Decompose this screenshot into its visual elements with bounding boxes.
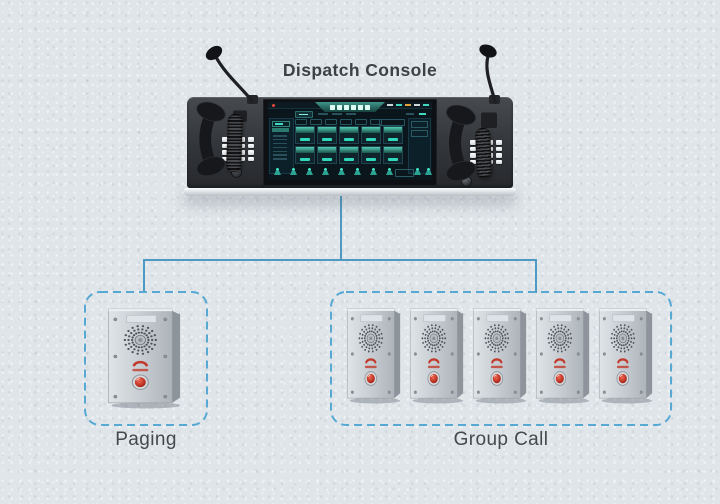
screen-call-icons [414, 168, 432, 176]
intercom-device [410, 308, 464, 404]
corner-screws [539, 317, 580, 394]
dispatch-console-base [184, 188, 516, 196]
connector-horizontal [143, 259, 537, 261]
paging-label: Paging [115, 429, 177, 450]
device-shadow [475, 397, 527, 404]
screen-card-grid [295, 126, 407, 166]
brand-text [364, 365, 377, 369]
brand-logo-icon [365, 358, 377, 364]
screen-active-tab [295, 111, 313, 118]
device-shadow [111, 402, 181, 409]
device-side-face [172, 309, 181, 403]
indicator-window [612, 314, 635, 322]
paging-device-row [84, 291, 208, 409]
speaker-grille-icon [358, 324, 384, 353]
group-call-label: Group Call [453, 429, 549, 450]
screen-toolbar [295, 119, 382, 125]
intercom-device [536, 308, 590, 404]
brand-logo-icon [617, 358, 629, 364]
brand-logo-icon [491, 358, 503, 364]
speaker-grille-icon [421, 324, 447, 353]
dashed-border [84, 291, 208, 426]
speaker-grille-icon [610, 324, 636, 353]
corner-screws [350, 317, 391, 394]
corner-screws [413, 317, 454, 394]
brand-text [132, 368, 149, 372]
intercom-device [599, 308, 653, 404]
device-shadow [601, 397, 653, 404]
screen-header-plate [315, 102, 385, 112]
device-side-face [457, 308, 464, 399]
screen-search-box [379, 119, 405, 126]
brand-text [427, 365, 440, 369]
corner-screws [113, 317, 168, 399]
dashed-border [330, 291, 672, 426]
indicator-window [126, 314, 157, 323]
intercom-device [473, 308, 527, 404]
indicator-window [549, 314, 572, 322]
handset-left-icon [196, 101, 226, 177]
screen-wide-button [395, 169, 414, 177]
group-call-device-row [330, 291, 672, 404]
screen-left-panel [269, 118, 294, 174]
device-shadow [349, 397, 401, 404]
indicator-window [360, 314, 383, 322]
device-side-face [394, 308, 401, 399]
speaker-grille-icon [123, 325, 157, 355]
device-shadow [538, 397, 590, 404]
connector-drop-group [535, 259, 537, 293]
brand-logo-icon [554, 358, 566, 364]
console-title: Dispatch Console [282, 60, 438, 80]
connector-trunk [340, 196, 342, 261]
device-side-face [646, 308, 653, 399]
brand-logo-icon [428, 358, 440, 364]
intercom-device [347, 308, 401, 404]
brand-text [490, 365, 503, 369]
screen-contact-icons [274, 168, 393, 176]
device-side-face [520, 308, 527, 399]
indicator-window [423, 314, 446, 322]
speaker-grille-icon [547, 324, 573, 353]
brand-logo-icon [132, 360, 148, 367]
cord-anchor-right [481, 112, 497, 128]
corner-screws [476, 317, 517, 394]
device-side-face [583, 308, 590, 399]
indicator-window [486, 314, 509, 322]
connector-drop-paging [143, 259, 145, 293]
screen-right-panel [408, 118, 431, 174]
record-indicator-icon [272, 104, 275, 107]
statusbar-icons [387, 104, 429, 106]
handset-right-icon [446, 104, 476, 182]
mic-head-right-icon [479, 44, 497, 58]
paging-group-box [84, 291, 208, 426]
console-screen [263, 99, 437, 186]
device-shadow [412, 397, 464, 404]
intercom-device [108, 308, 181, 409]
group-call-box [330, 291, 672, 426]
brand-text [616, 365, 629, 369]
speaker-grille-icon [484, 324, 510, 353]
brand-text [553, 365, 566, 369]
console-display [268, 102, 432, 180]
corner-screws [602, 317, 643, 394]
